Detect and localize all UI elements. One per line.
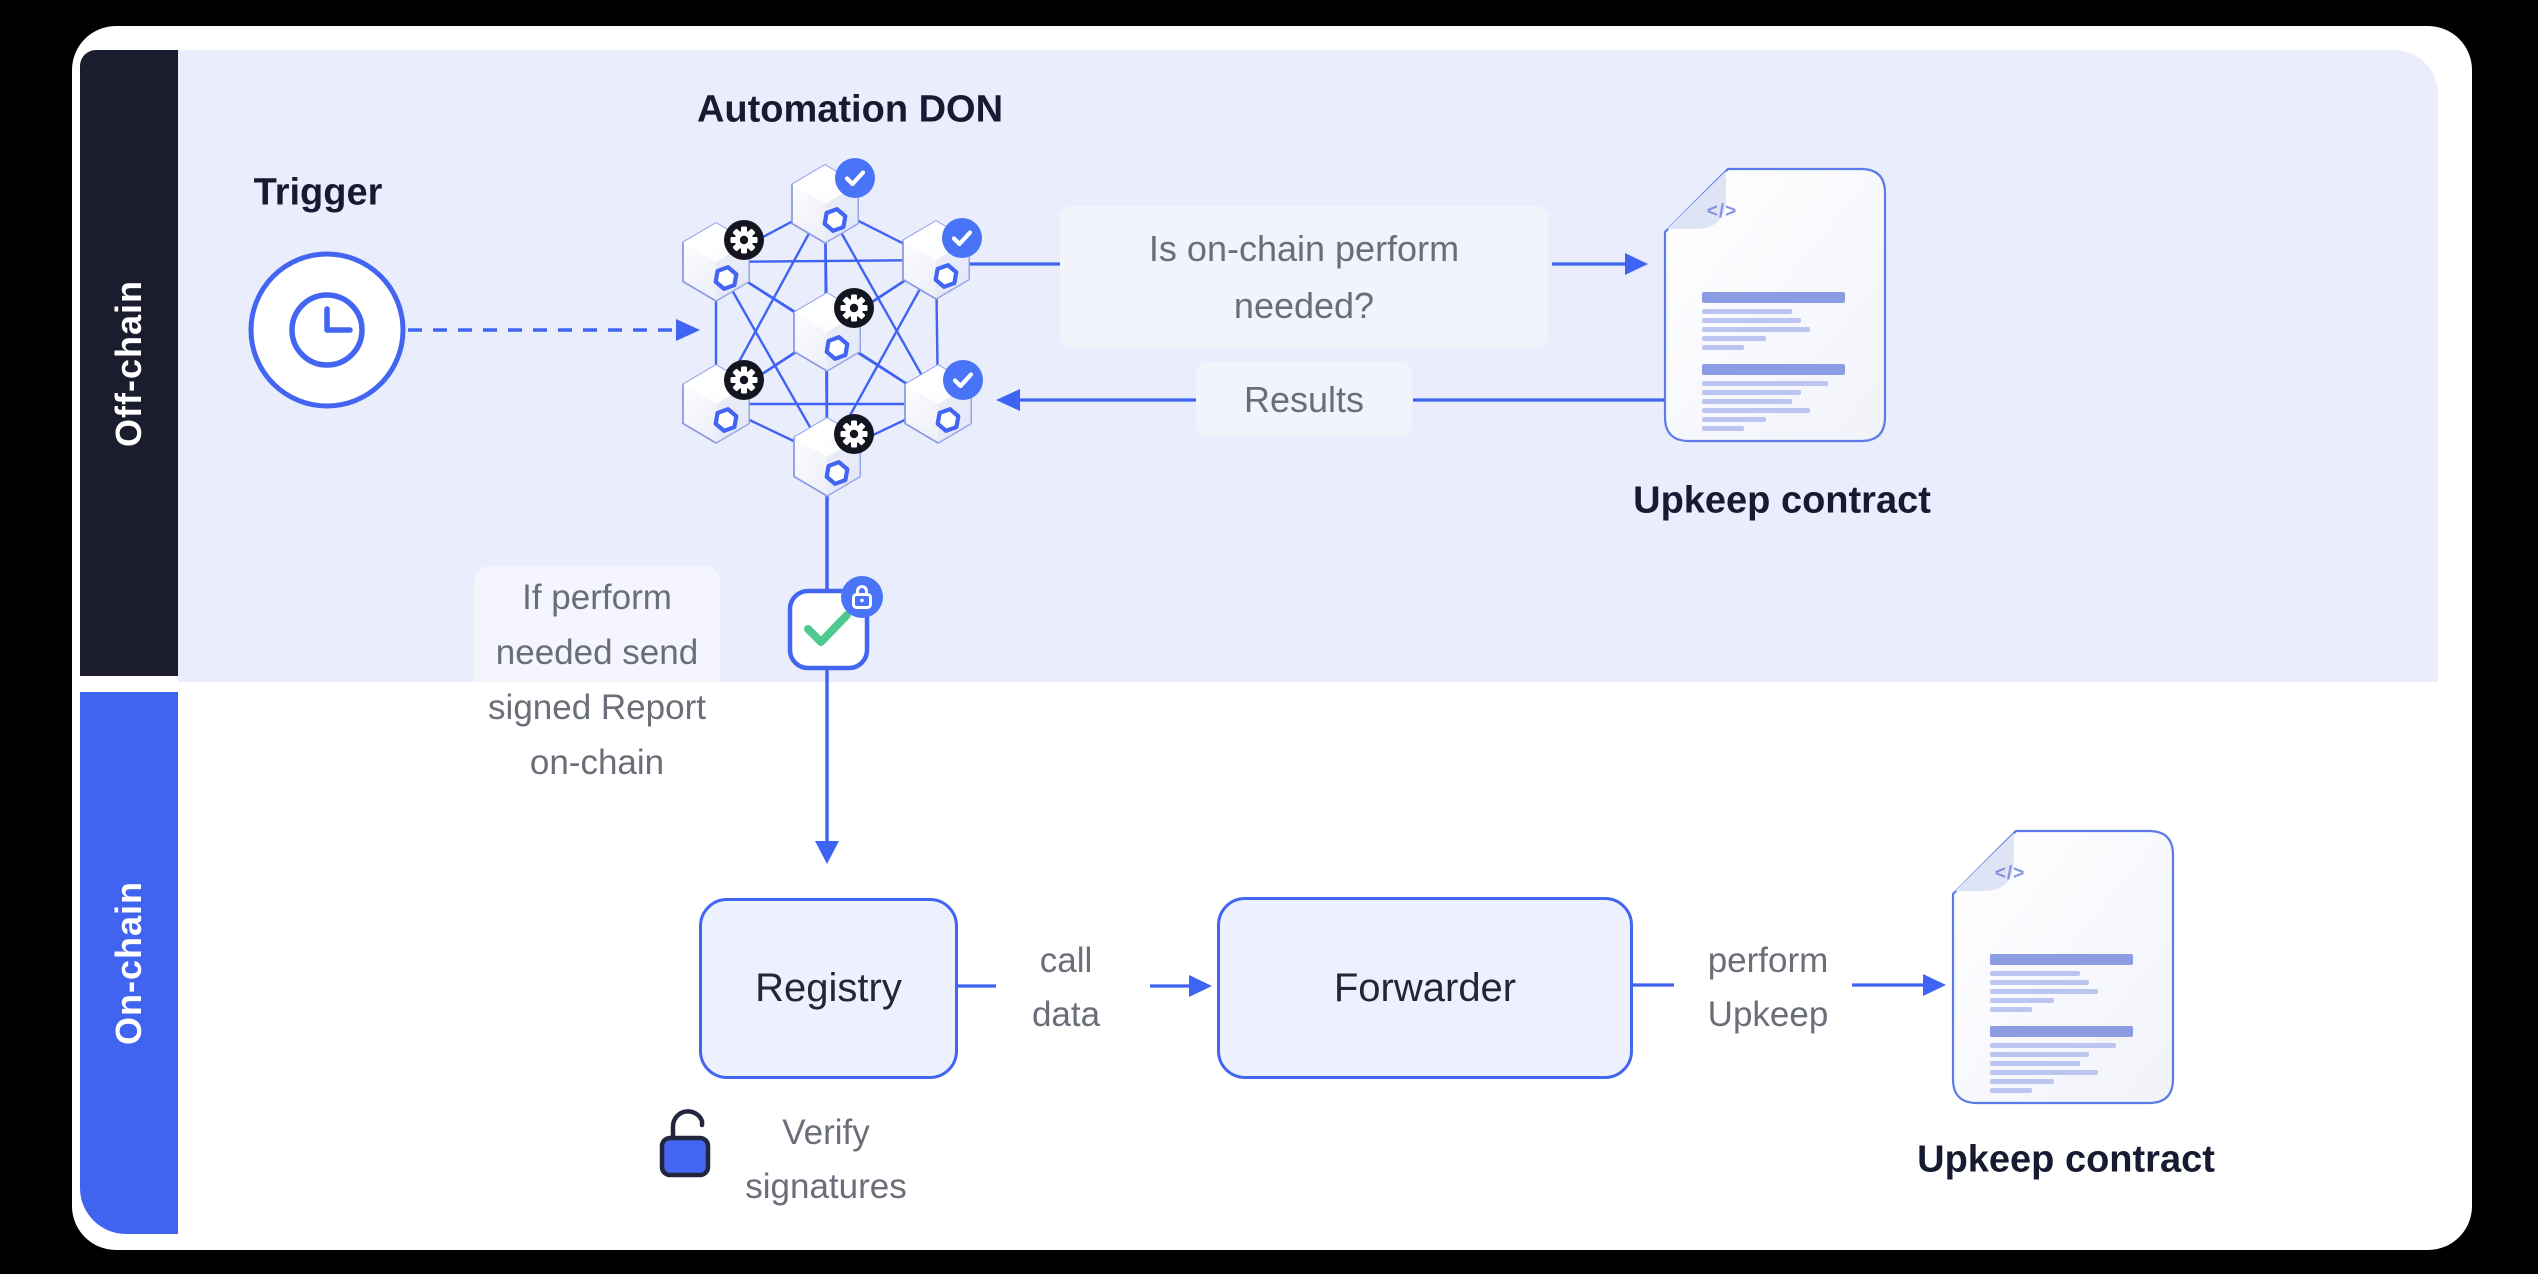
- trigger-label: Trigger: [253, 171, 383, 214]
- registry-box: Registry: [699, 898, 958, 1079]
- perform-upkeep-label: perform Upkeep: [1707, 941, 1829, 1034]
- results-to-don-arrow: [996, 389, 1196, 411]
- code-icon: </>: [1706, 201, 1738, 222]
- signed-report-icon: [787, 574, 885, 671]
- upkeep-contract-top-document-icon: [1663, 167, 1887, 443]
- sidebar-offchain: Off-chain: [80, 50, 178, 676]
- verify-signatures-label: Verify signatures: [745, 1113, 907, 1206]
- check-icon: [943, 360, 983, 400]
- registry-box-label: Registry: [755, 966, 902, 1010]
- check-icon: [835, 158, 875, 198]
- upkeep-contract-bottom-label: Upkeep contract: [1917, 1138, 2215, 1181]
- clock-icon: [248, 251, 406, 409]
- gear-icon: [724, 220, 764, 260]
- question-to-upkeep-arrow: [1552, 253, 1648, 275]
- gear-icon: [724, 360, 764, 400]
- results-label: Results: [1196, 362, 1412, 436]
- if-perform-label: If perform needed send signed Report on-…: [474, 566, 720, 794]
- call-data-label: call data: [1031, 941, 1101, 1034]
- code-icon: </>: [1994, 863, 2026, 884]
- check-icon: [942, 218, 982, 258]
- forwarder-box: Forwarder: [1217, 897, 1633, 1079]
- automation-don-label: Automation DON: [696, 88, 1004, 131]
- upkeep-contract-bottom-document-icon: [1951, 829, 2175, 1105]
- open-lock-icon: [659, 1109, 711, 1178]
- lock-icon: [839, 574, 885, 620]
- don-network-nodes: [683, 165, 971, 496]
- trigger-dashed-arrow: [408, 319, 700, 341]
- check-icon: [804, 611, 851, 646]
- gear-icon: [834, 414, 874, 454]
- perform-to-upkeep-arrow: [1852, 974, 1946, 996]
- calldata-to-forwarder-arrow: [1150, 975, 1212, 997]
- sidebar-onchain: On-chain: [80, 692, 178, 1234]
- is-onchain-question-label: Is on-chain perform needed?: [1060, 206, 1548, 348]
- gear-icon: [834, 288, 874, 328]
- forwarder-box-label: Forwarder: [1333, 965, 1517, 1010]
- don-network-edges: [714, 202, 940, 459]
- upkeep-contract-top-label: Upkeep contract: [1633, 479, 1931, 522]
